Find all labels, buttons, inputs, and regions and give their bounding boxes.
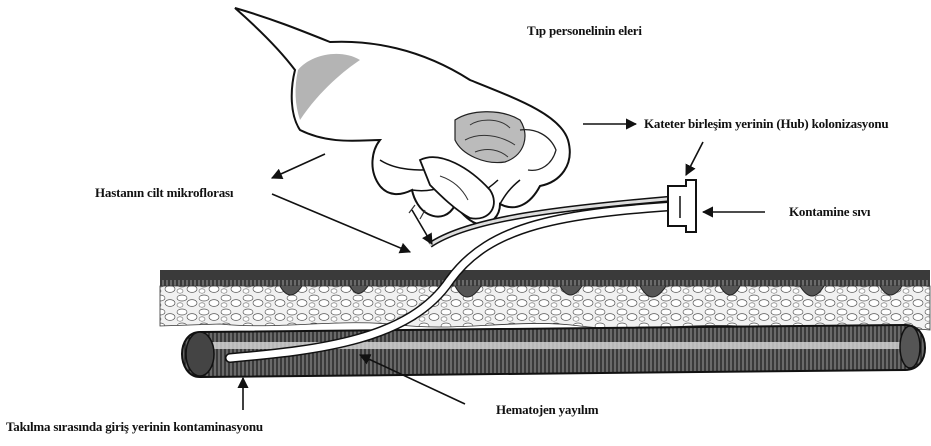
label-insertion-contamination: Takılma sırasında giriş yerinin kontamin…	[6, 419, 263, 435]
arrow-to-hub	[686, 142, 703, 175]
subcutaneous-fat-layer	[160, 286, 930, 331]
arrow-hand-to-skin-flora	[272, 154, 325, 178]
label-hub-colonization: Kateter birleşim yerinin (Hub) kolonizas…	[644, 116, 888, 132]
label-skin-microflora: Hastanın cilt mikroflorası	[95, 185, 233, 201]
label-contaminated-fluid: Kontamine sıvı	[789, 204, 870, 220]
skin-layer	[160, 270, 930, 286]
arrow-skin-flora-to-insertion	[272, 194, 410, 252]
hand-illustration	[235, 8, 570, 224]
label-staff-hands: Tıp personelinin eleri	[527, 23, 642, 39]
label-hematogenous-spread: Hematojen yayılım	[496, 402, 598, 418]
catheter-hub	[668, 180, 696, 232]
